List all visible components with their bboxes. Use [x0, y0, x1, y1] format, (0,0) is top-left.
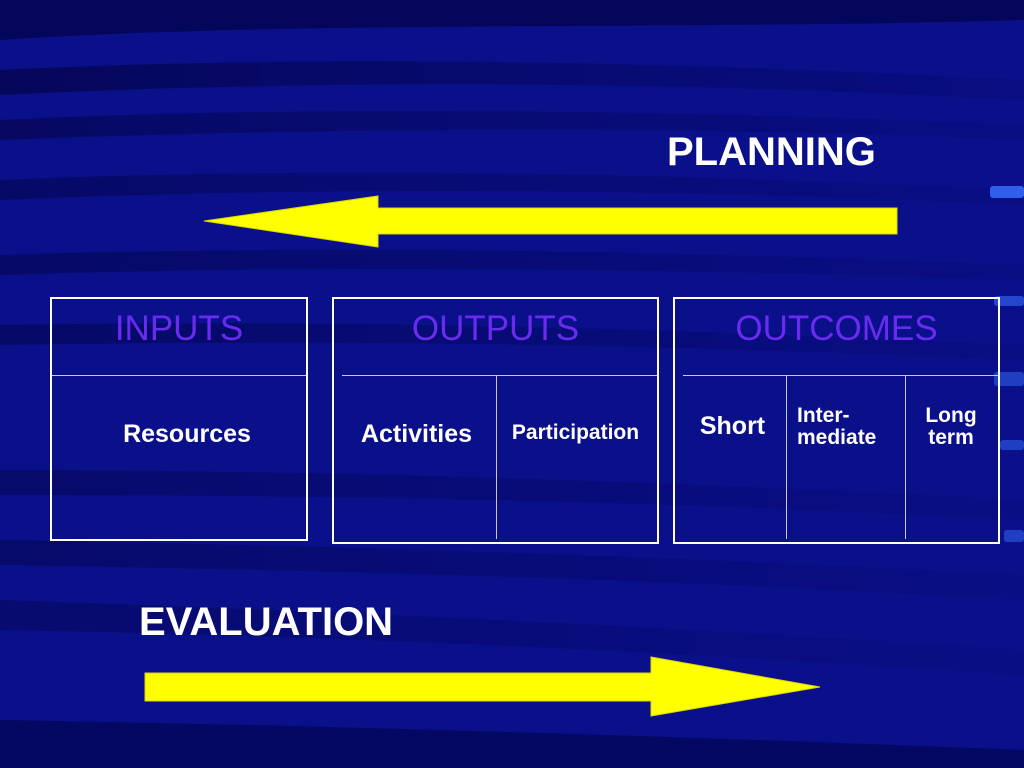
evaluation-label: EVALUATION: [139, 600, 394, 644]
outputs-divider: [342, 375, 657, 376]
planning-label: PLANNING: [667, 130, 876, 174]
outputs-column-divider: [496, 376, 497, 539]
inputs-title: INPUTS: [114, 309, 244, 348]
inputs-divider: [52, 375, 306, 376]
outcomes-title: OUTCOMES: [735, 309, 938, 348]
outcomes-cell-intermediate: Inter- mediate: [797, 404, 877, 450]
inputs-box: INPUTS Resources: [50, 297, 308, 541]
outputs-box: OUTPUTS Activities Participation: [332, 297, 659, 544]
outcomes-column-divider-1: [786, 376, 787, 539]
outcomes-cell-short: Short: [699, 412, 766, 440]
inputs-cell-resources: Resources: [123, 420, 251, 448]
outcomes-cell-long-term: Long term: [925, 404, 977, 450]
outcomes-column-divider-2: [905, 376, 906, 539]
outputs-cell-activities: Activities: [360, 420, 473, 448]
outcomes-divider: [683, 375, 998, 376]
outputs-title: OUTPUTS: [411, 309, 580, 348]
outcomes-box: OUTCOMES Short Inter- mediate Long term: [673, 297, 1000, 544]
outputs-cell-participation: Participation: [511, 421, 640, 444]
